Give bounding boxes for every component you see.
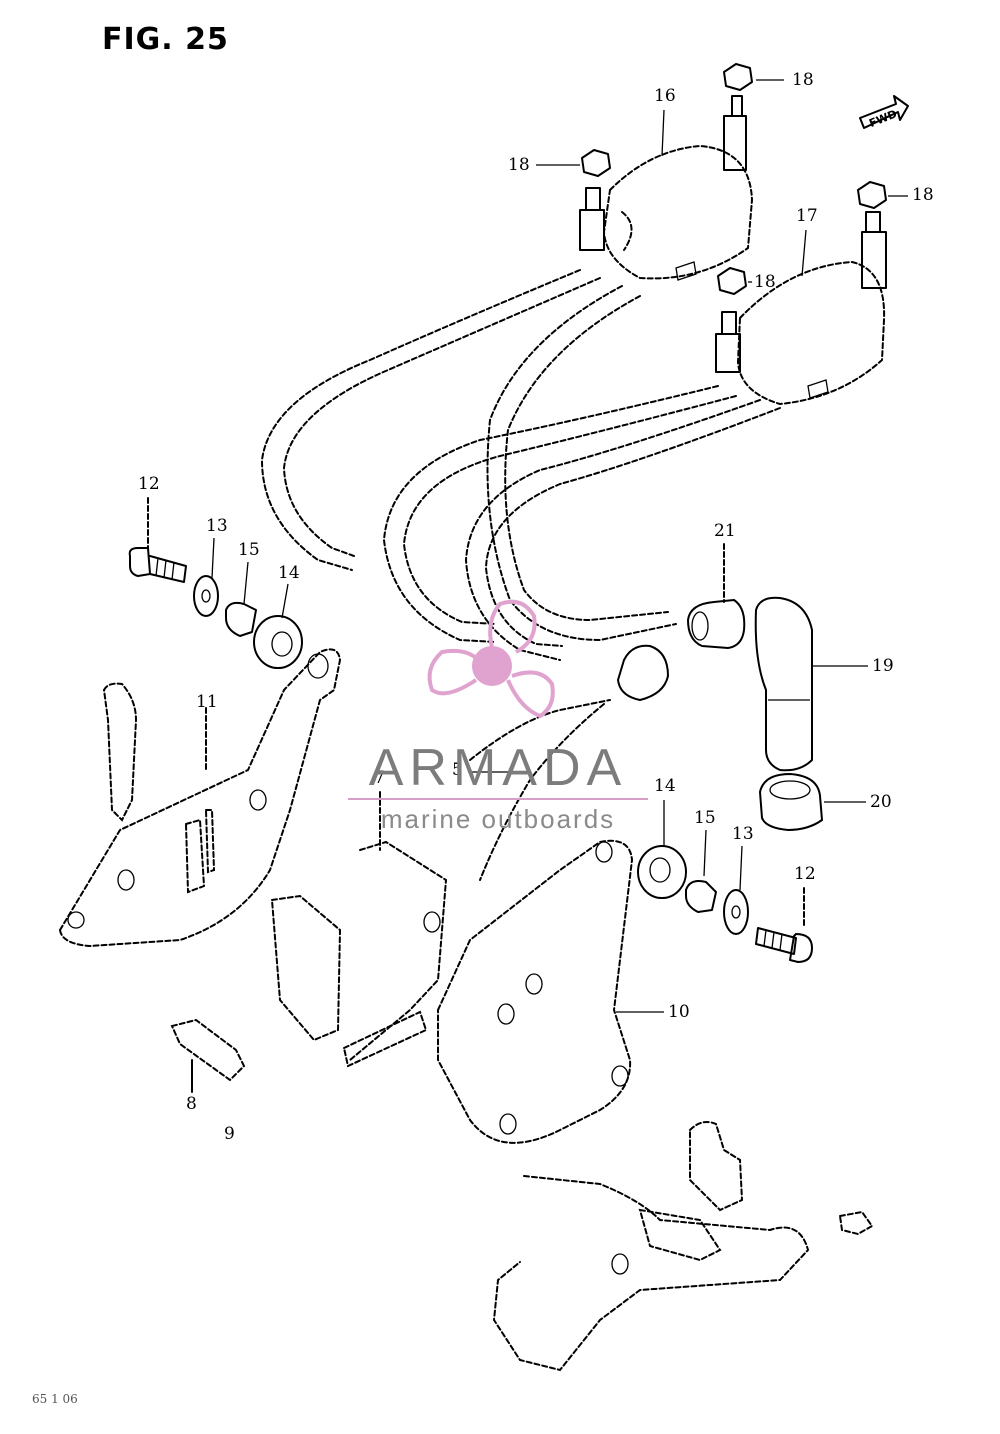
forward-label: FWD [867, 107, 899, 130]
bracket-10 [437, 839, 634, 1144]
bolt-12-left-icon [128, 547, 187, 583]
forward-arrow-icon: FWD [859, 95, 909, 130]
callout-13: 13 [732, 824, 754, 844]
plug-cap-19 [754, 596, 813, 772]
callout-21: 21 [714, 521, 736, 541]
callout-9: 9 [224, 1124, 235, 1144]
callout-19: 19 [872, 656, 894, 676]
leader-lines [147, 79, 908, 1093]
brand-name: ARMADA [368, 739, 628, 797]
rectifier-7 [270, 840, 448, 1068]
callout-18: 18 [754, 272, 776, 292]
callout-15: 15 [694, 808, 716, 828]
callout-10: 10 [668, 1002, 690, 1022]
nut-18-icon [581, 63, 887, 295]
boot-20 [759, 773, 823, 831]
ignition-coil-17 [715, 211, 887, 406]
callout-18: 18 [508, 155, 530, 175]
callout-5: 5 [452, 760, 463, 780]
bolt-12-right-icon [755, 927, 813, 963]
engine-block-outline [492, 1121, 874, 1372]
armada-watermark: ARMADA marine outboards [348, 742, 648, 832]
brand-divider [348, 798, 648, 800]
callout-14: 14 [654, 776, 676, 796]
callout-17: 17 [796, 206, 818, 226]
collar-15-left-icon [225, 601, 257, 637]
coil-lead-5 [469, 644, 669, 881]
footer-code: 65 1 06 [32, 1392, 78, 1406]
plug-cap-21 [687, 599, 746, 649]
callout-13: 13 [206, 516, 228, 536]
callout-18: 18 [792, 70, 814, 90]
grommet-14-right-icon [637, 845, 687, 899]
callout-16: 16 [654, 86, 676, 106]
callout-12: 12 [794, 864, 816, 884]
high-tension-cords [260, 269, 781, 661]
callout-7: 7 [374, 768, 385, 788]
callout-18: 18 [912, 185, 934, 205]
collar-15-right-icon [685, 880, 717, 913]
callout-12: 12 [138, 474, 160, 494]
callout-8: 8 [186, 1094, 197, 1114]
washer-13-left-icon [193, 575, 219, 617]
screw-8-icon [170, 1018, 246, 1089]
callout-20: 20 [870, 792, 892, 812]
figure-title: FIG. 25 [102, 22, 229, 57]
brand-tagline: marine outboards [380, 804, 616, 834]
callout-15: 15 [238, 540, 260, 560]
washer-13-right-icon [723, 889, 749, 935]
callout-11: 11 [196, 692, 218, 712]
armada-propeller-logo [427, 599, 555, 719]
bracket-11 [58, 648, 342, 948]
grommet-14-left-icon [253, 615, 303, 669]
callout-14: 14 [278, 563, 300, 583]
ignition-coil-16 [579, 95, 754, 281]
